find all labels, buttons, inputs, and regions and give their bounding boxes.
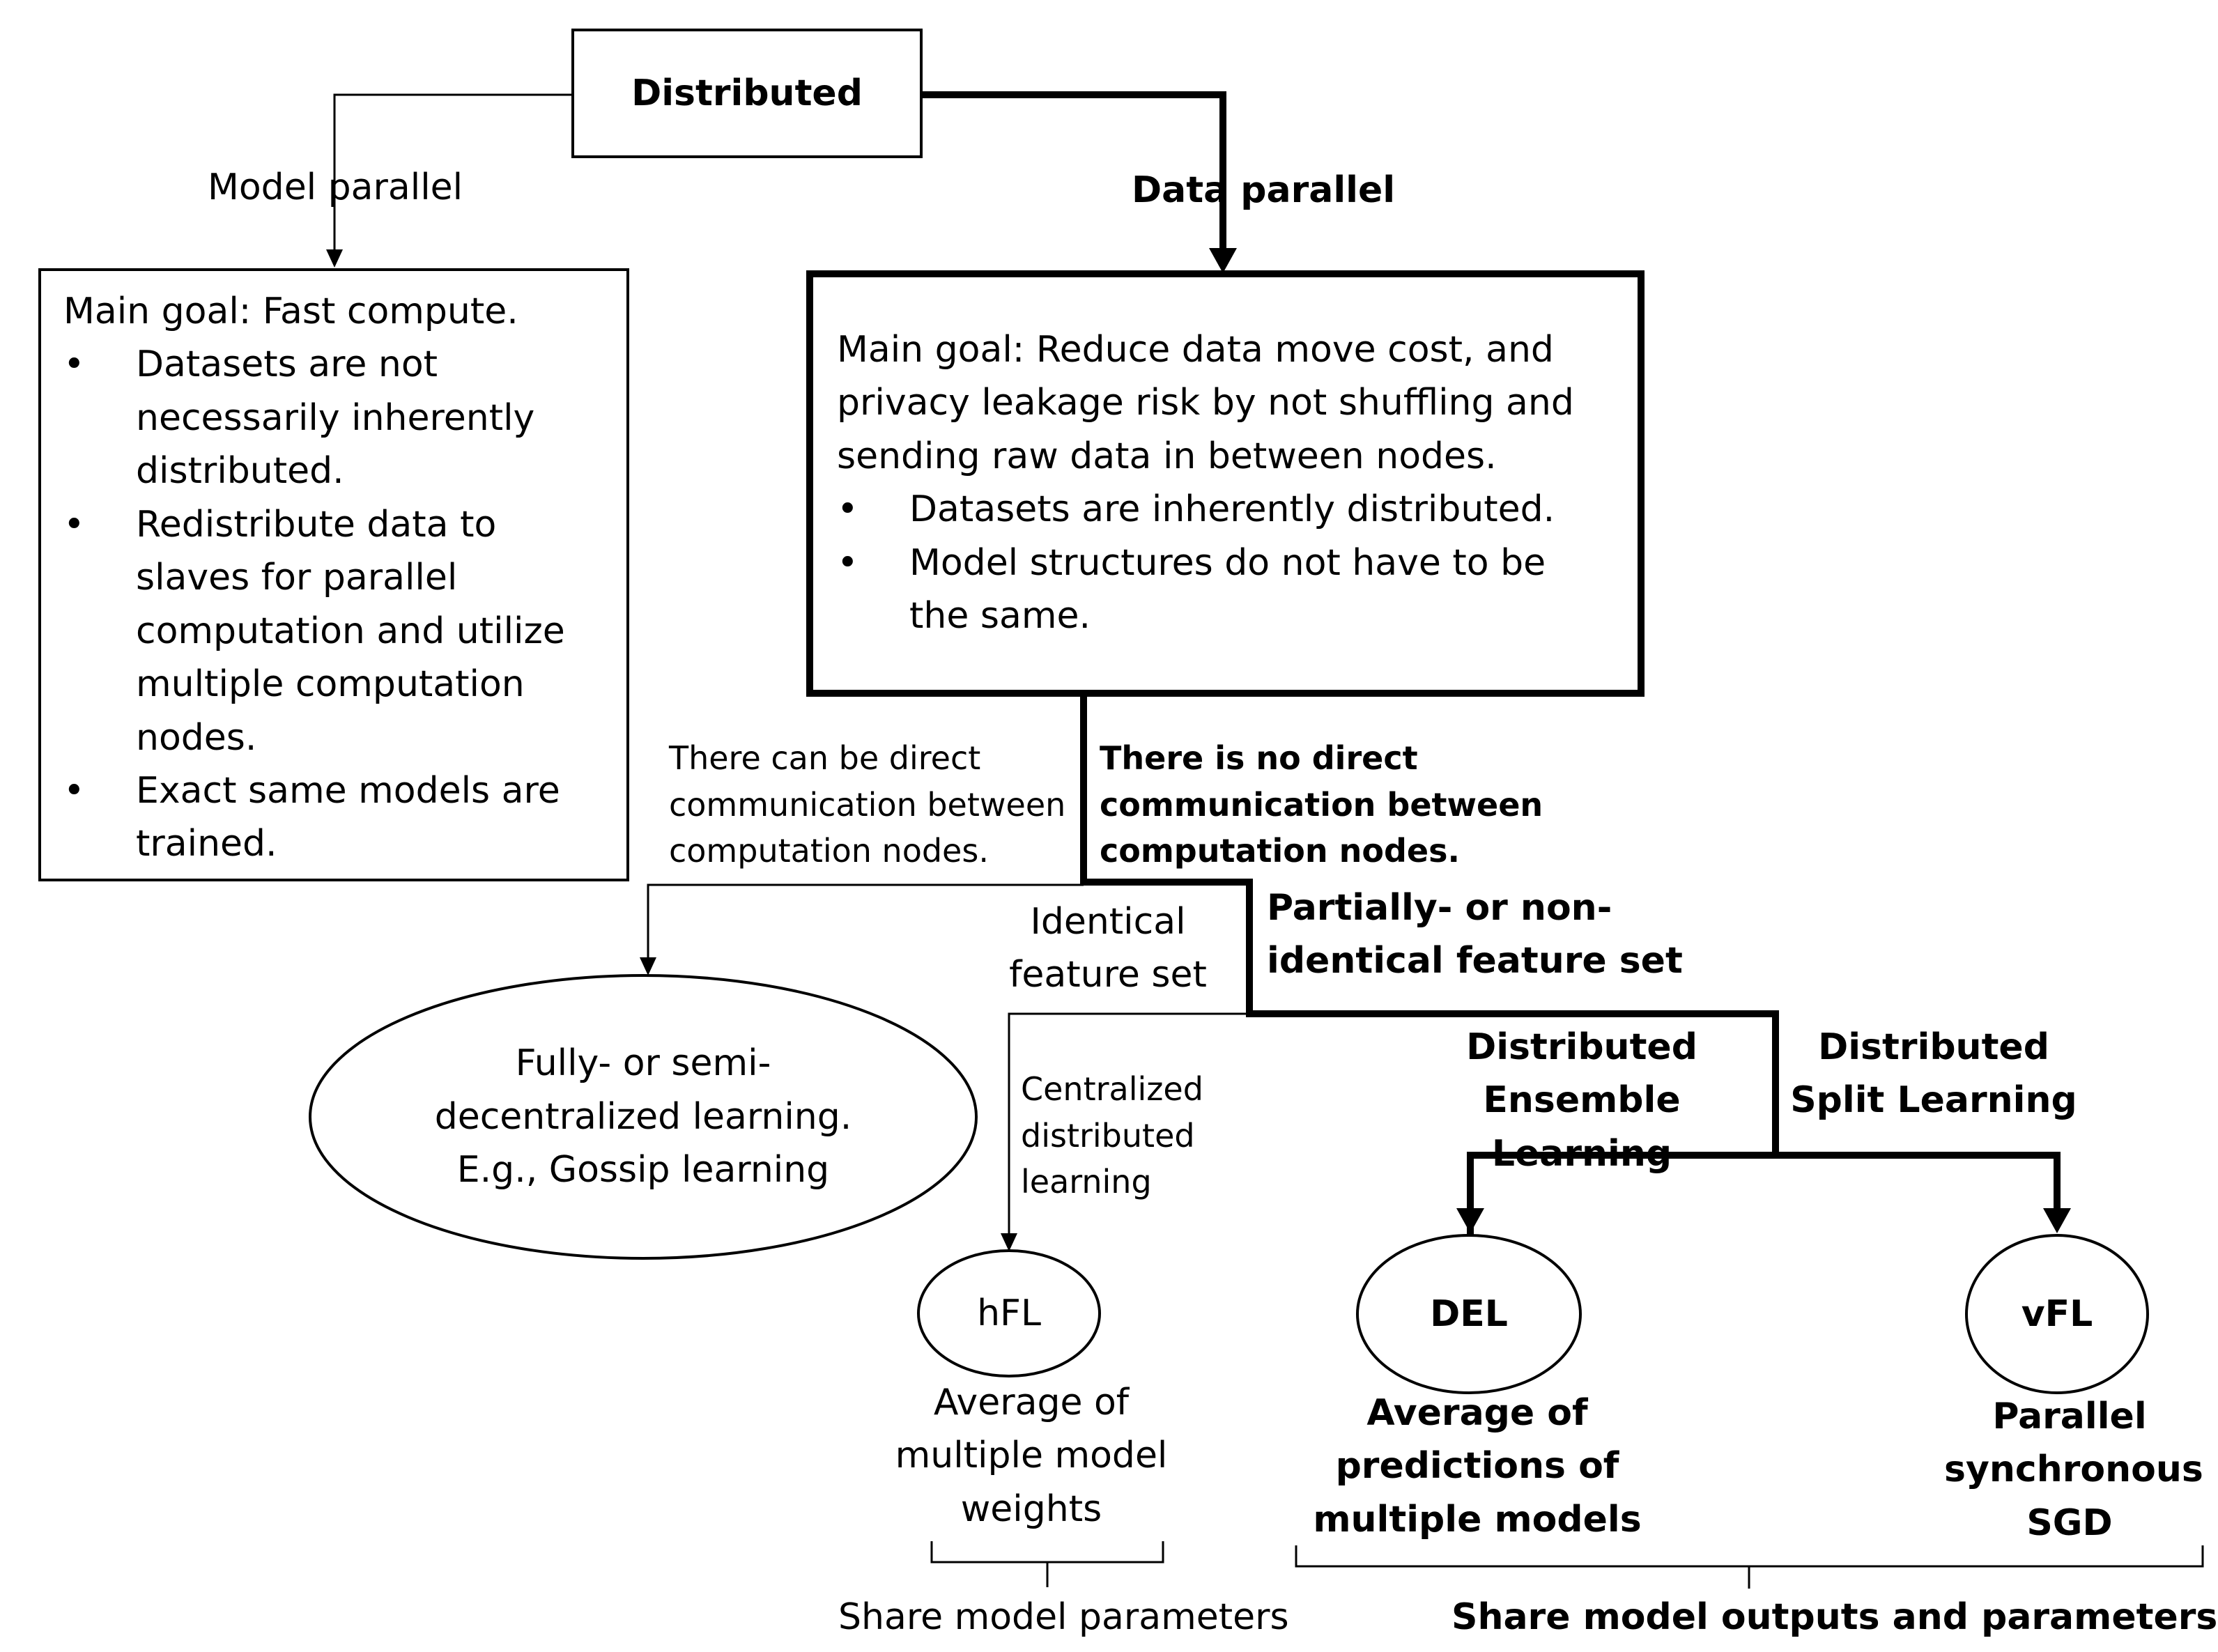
split-learning-label: Distributed Split Learning (1790, 1026, 2077, 1122)
data-parallel-label: Data parallel (1132, 169, 1396, 211)
edge-to-decentralized (647, 883, 1084, 959)
arrowhead-hfl (1001, 1233, 1017, 1251)
hfl-oval (917, 1249, 1101, 1377)
distributed-node: Distributed (571, 29, 923, 158)
no-direct-communication-label: There is no direct communication between… (1100, 739, 1543, 870)
del-oval (1356, 1234, 1582, 1394)
vfl-method-label: Parallel synchronous SGD (1944, 1396, 2203, 1544)
hfl-method-label: Average of multiple model weights (895, 1382, 1168, 1530)
model-parallel-bullets: Datasets are not necessarily inherently … (63, 338, 606, 870)
data-parallel-bullet: Datasets are inherently distributed. (837, 483, 1610, 536)
data-parallel-goal: Main goal: Reduce data move cost, and pr… (837, 329, 1574, 477)
vfl-oval (1965, 1234, 2149, 1394)
edge-data-parallel-down (1080, 694, 1779, 1155)
brace-share-outputs (1295, 1545, 2204, 1589)
model-parallel-bullet: Redistribute data to slaves for parallel… (63, 498, 606, 764)
model-parallel-bullet: Datasets are not necessarily inherently … (63, 338, 606, 497)
data-parallel-bullet: Model structures do not have to be the s… (837, 536, 1610, 643)
arrowhead-del (1456, 1208, 1484, 1233)
decentralized-node-label: Fully- or semi-decentralized learning. E… (434, 1042, 852, 1191)
arrowhead-data-parallel (1209, 248, 1237, 273)
ensemble-learning-label: Distributed Ensemble Learning (1466, 1026, 1697, 1175)
direct-communication-label: There can be direct communication betwee… (669, 739, 1066, 870)
arrowhead-decentralized (640, 957, 656, 975)
arrowhead-vfl (2043, 1208, 2071, 1233)
arrowhead-model-parallel (326, 249, 343, 268)
edge-distributed-to-model-parallel (333, 93, 573, 251)
brace-share-parameters (930, 1541, 1164, 1587)
distributed-label: Distributed (631, 72, 863, 114)
vfl-label: vFL (2021, 1293, 2093, 1335)
decentralized-oval (309, 974, 978, 1260)
partial-feature-set-label: Partially- or non-identical feature set (1267, 887, 1683, 982)
edge-to-hfl (1008, 1012, 1249, 1235)
edge-distributed-to-data-parallel (920, 91, 1226, 249)
del-method-label: Average of predictions of multiple model… (1313, 1392, 1642, 1541)
data-parallel-box: Main goal: Reduce data move cost, and pr… (806, 270, 1645, 697)
share-parameters-label: Share model parameters (838, 1596, 1289, 1638)
centralized-learning-label: Centralized distributed learning (1021, 1070, 1203, 1201)
hfl-label: hFL (977, 1292, 1041, 1334)
data-parallel-bullets: Datasets are inherently distributed. Mod… (837, 483, 1610, 642)
del-label: DEL (1430, 1293, 1508, 1335)
edge-split (1467, 1152, 2061, 1236)
share-outputs-label: Share model outputs and parameters (1451, 1596, 2218, 1638)
model-parallel-box: Main goal: Fast compute. Datasets are no… (38, 268, 629, 881)
model-parallel-goal: Main goal: Fast compute. (63, 291, 518, 332)
model-parallel-label: Model parallel (208, 167, 463, 208)
identical-feature-set-label: Identical feature set (1009, 901, 1207, 996)
model-parallel-bullet: Exact same models are trained. (63, 764, 606, 871)
